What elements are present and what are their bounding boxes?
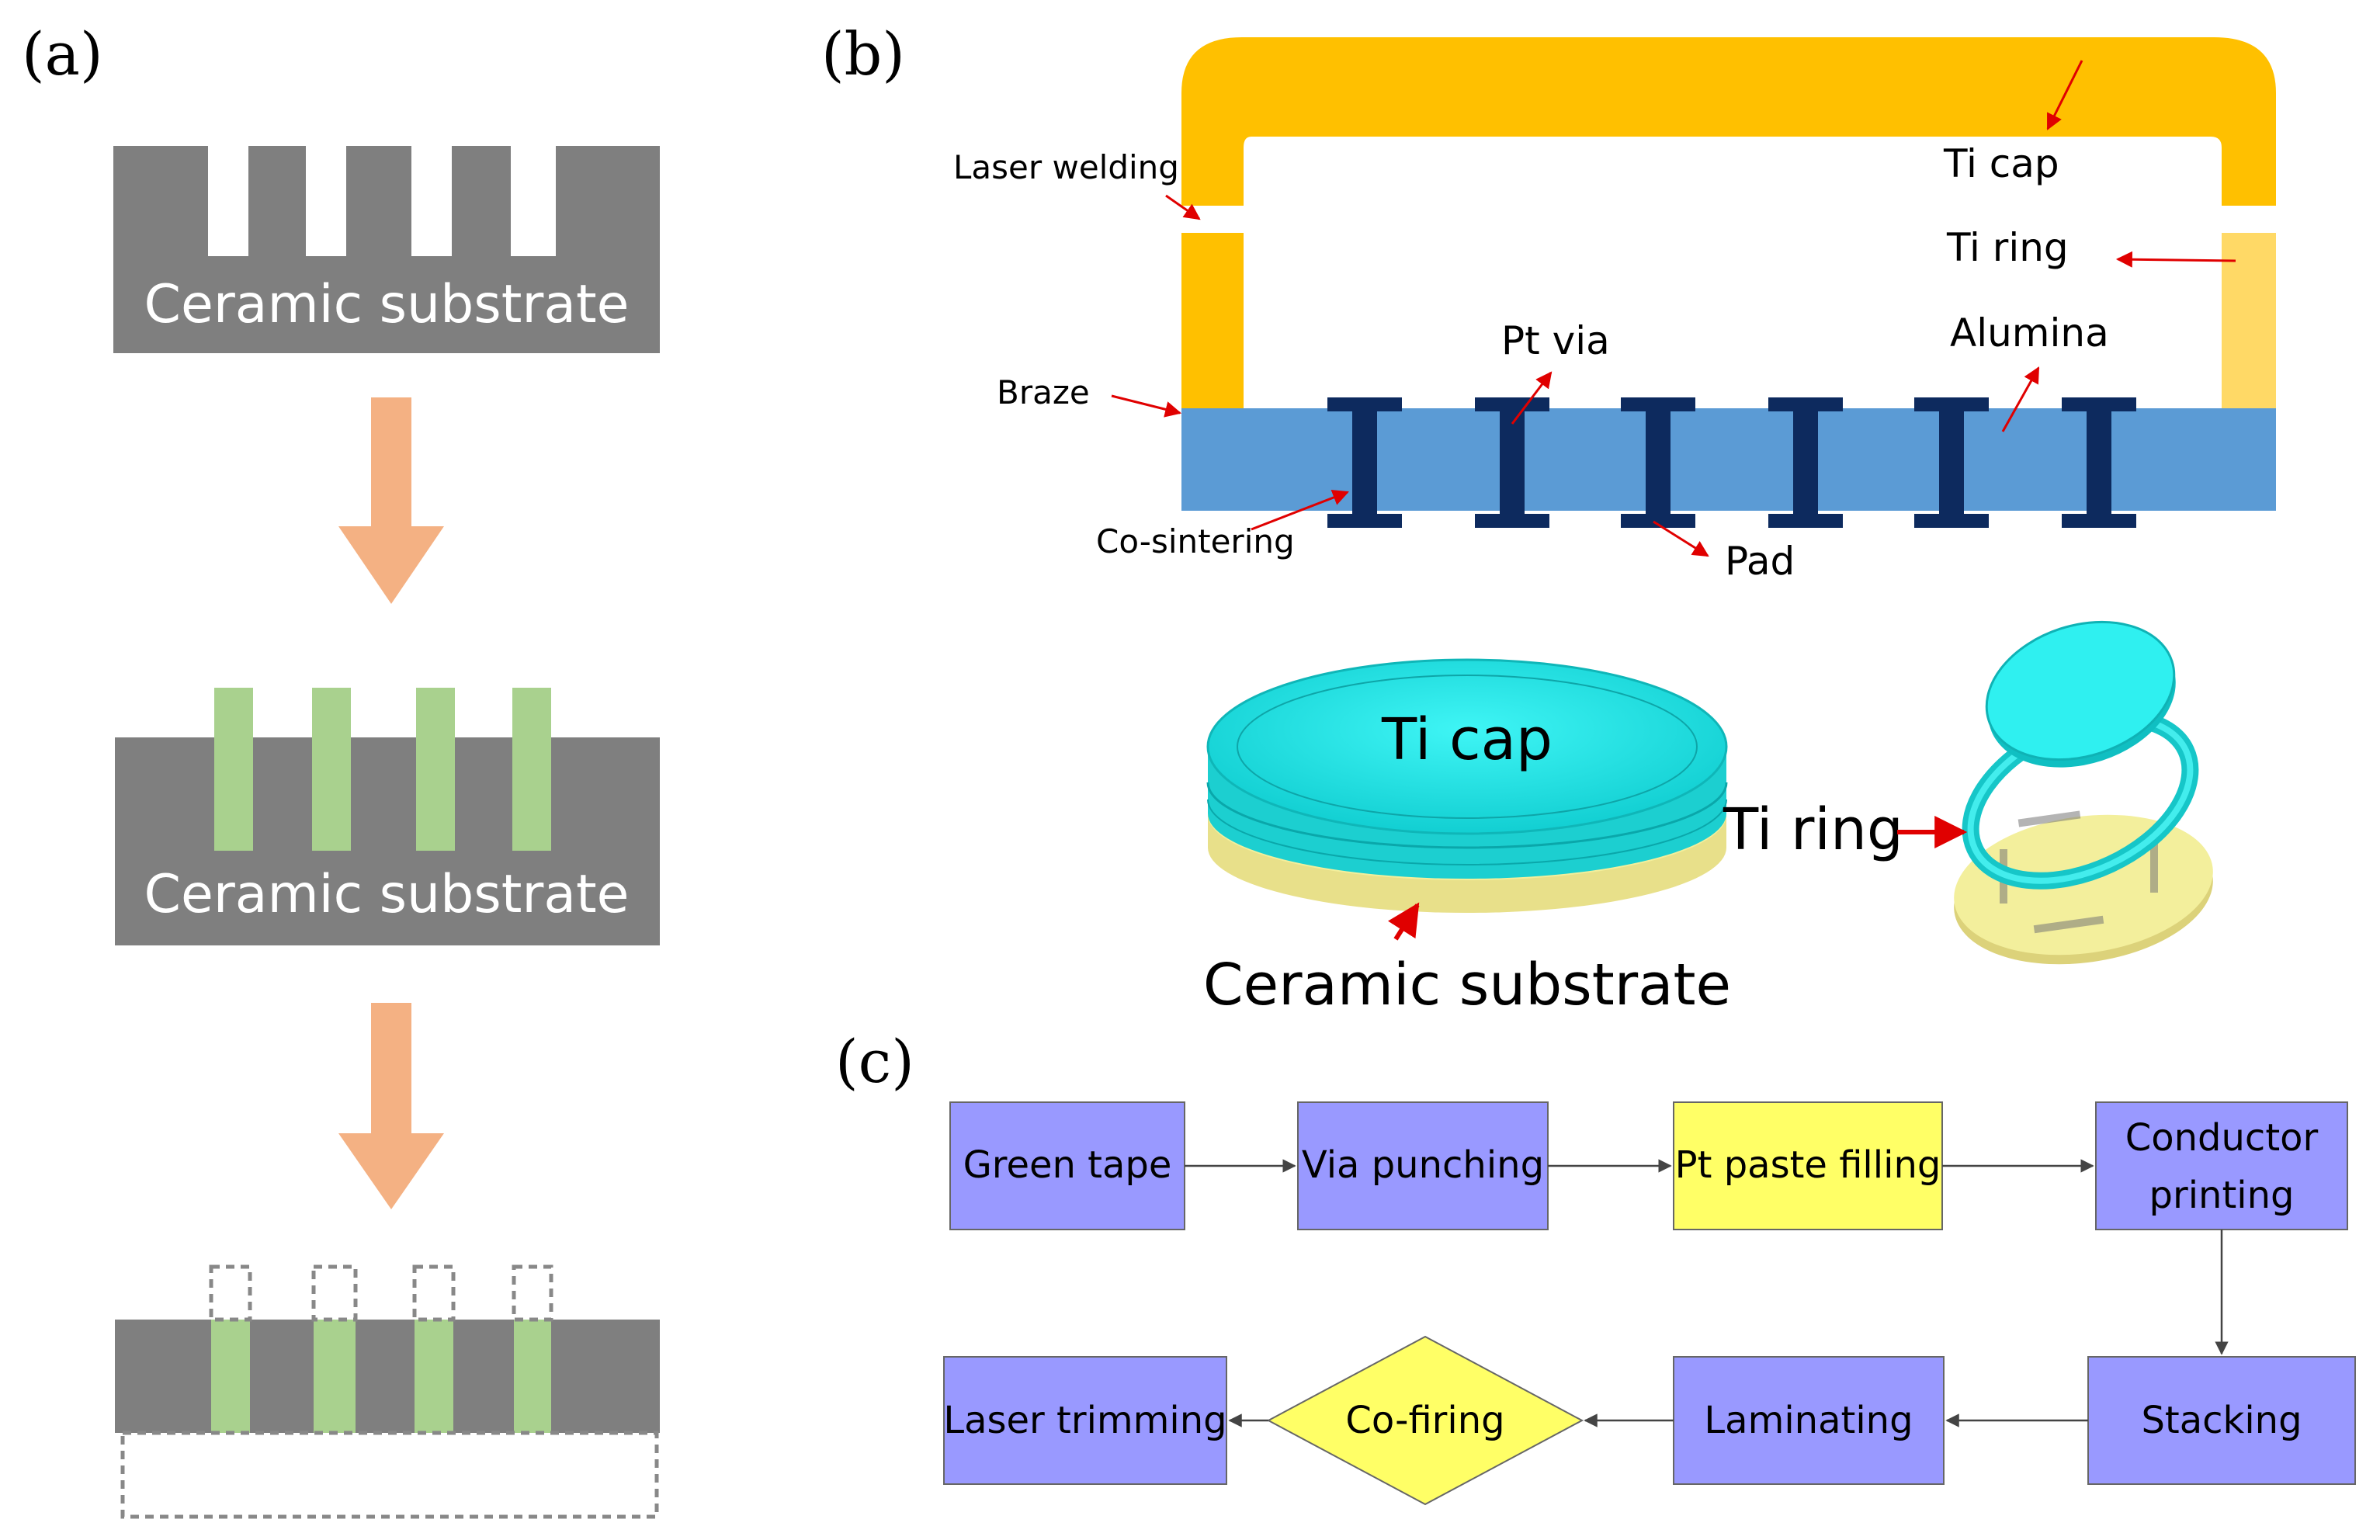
svg-text:Conductor: Conductor [2125,1116,2319,1160]
removed-via-outline [311,1264,358,1322]
filled-via [416,688,455,851]
substrate-label-2: Ceramic substrate [144,864,630,925]
pt-via [1327,397,1402,528]
removed-via-outline [412,1264,456,1322]
svg-text:Laser trimming: Laser trimming [943,1399,1226,1442]
callout-laser-welding: Laser welding [953,148,1179,186]
assembled-package-render: Ti cap [1206,658,1728,913]
panel-b-label: (b) [821,19,905,88]
step-pt-paste-filling: Pt paste filling [1673,1101,1943,1230]
thinned-substrate [115,1264,660,1519]
svg-text:Stacking: Stacking [2141,1399,2302,1442]
panel-a-label: (a) [22,19,103,88]
ti-cap-cross-section [1181,37,2276,206]
pt-via [1621,397,1695,528]
svg-text:Co-firing: Co-firing [1345,1399,1504,1442]
arrow-co-sintering [1251,490,1349,531]
step-laser-trimming: Laser trimming [943,1356,1227,1485]
removed-via-outline [209,1264,252,1322]
ti-ring-left [1181,233,1244,408]
svg-text:Green tape: Green tape [963,1143,1172,1187]
arrow-ti-cap [2046,60,2083,130]
substrate-with-holes: Ceramic substrate [113,146,660,353]
svg-text:Pt paste filling: Pt paste filling [1675,1143,1941,1187]
filled-via [214,688,253,851]
arrow-pt-via [1511,371,1553,425]
removed-via-outline [512,1264,553,1322]
panel-c-label: (c) [835,1027,914,1096]
step-co-firing: Co-firing [1266,1335,1584,1506]
arrow-pad [1653,520,1709,557]
alumina-substrate [1181,408,2276,511]
arrow-braze [1111,394,1182,418]
callout-pad: Pad [1725,539,1795,584]
arrow-ti-ring [2115,251,2236,268]
callout-braze: Braze [997,373,1090,411]
substrate-label-1: Ceramic substrate [144,274,630,335]
callout-pt-via: Pt via [1501,318,1610,363]
render-label-ti-cap: Ti cap [1381,706,1553,773]
filled-via [312,688,351,851]
svg-text:Laminating: Laminating [1704,1399,1913,1442]
render-label-ti-ring: Ti ring [1723,796,1903,863]
render-label-ceramic-substrate: Ceramic substrate [1203,952,1731,1018]
arrow-alumina [2001,366,2040,432]
ti-ring-right [2222,233,2276,408]
callout-co-sintering: Co-sintering [1096,522,1295,560]
pt-via [1768,397,1843,528]
exploded-package-render [1954,620,2213,965]
pt-via [1914,397,1989,528]
step-conductor-printing: Conductor printing [2095,1101,2348,1230]
arrow-ceramic-substrate [1387,902,1420,941]
arrow-laser-welding [1165,194,1201,220]
filled-via [512,688,551,851]
pt-via [1475,397,1549,528]
package-cross-section [1181,37,2276,528]
step-laminating: Laminating [1673,1356,1945,1485]
pt-via [2062,397,2136,528]
process-arrow-1 [338,397,444,604]
callout-ti-cap: Ti cap [1943,141,2059,186]
svg-text:printing: printing [2149,1174,2294,1217]
substrate-with-vias: Ceramic substrate [115,688,660,945]
callout-ti-ring: Ti ring [1946,225,2069,270]
callout-alumina: Alumina [1950,310,2109,356]
step-via-punching: Via punching [1297,1101,1549,1230]
process-arrow-2 [338,1003,444,1209]
svg-text:Via punching: Via punching [1302,1143,1544,1187]
step-stacking: Stacking [2087,1356,2356,1485]
step-green-tape: Green tape [949,1101,1185,1230]
removed-substrate-outline [120,1431,659,1519]
